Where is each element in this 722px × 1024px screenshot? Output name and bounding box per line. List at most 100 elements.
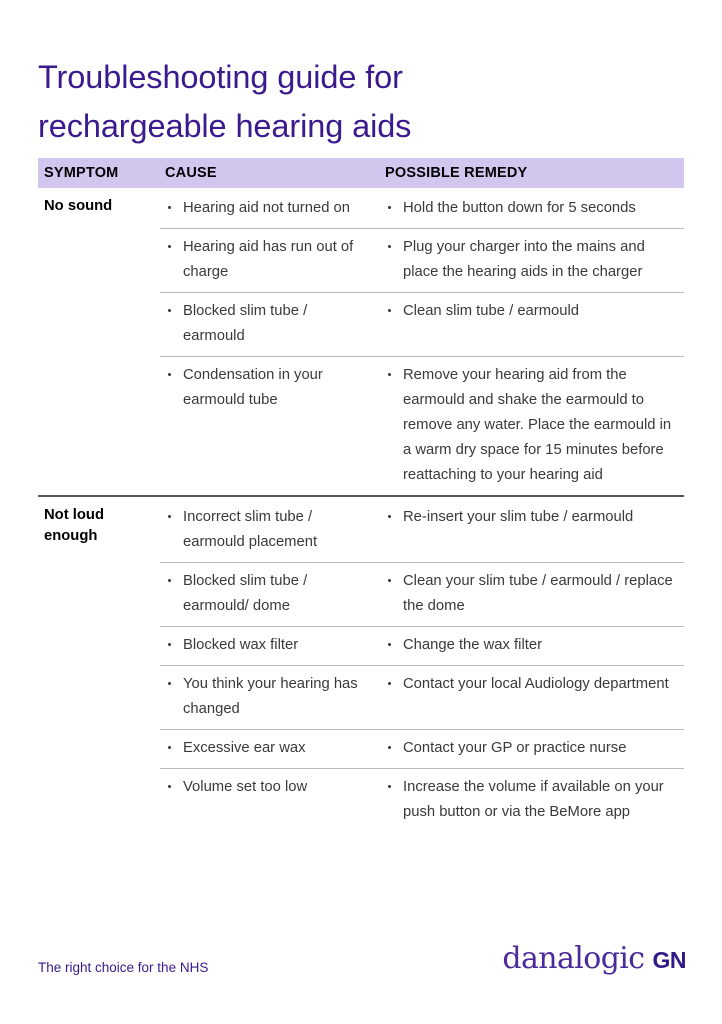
bullet-dot-icon	[168, 785, 172, 789]
page-title-line-1: Troubleshooting guide for	[38, 58, 403, 95]
cause-text: Blocked wax filter	[183, 637, 299, 653]
table-row: Hearing aid not turned on Hold the butto…	[160, 188, 684, 228]
cause-bullet: Excessive ear wax	[165, 736, 371, 761]
bullet-dot-icon	[168, 746, 172, 750]
column-header-remedy: POSSIBLE REMEDY	[385, 165, 528, 181]
symptom-label: Not loud enough	[44, 507, 104, 544]
cause-text: Incorrect slim tube / earmould placement	[183, 509, 318, 550]
remedy-bullet: Remove your hearing aid from the earmoul…	[385, 363, 680, 488]
bullet-dot-icon	[388, 245, 392, 249]
bullet-dot-icon	[168, 579, 172, 583]
cause-text: Hearing aid has run out of charge	[183, 239, 354, 280]
page-title-line-2: rechargeable hearing aids	[38, 107, 412, 144]
bullet-dot-icon	[168, 309, 172, 313]
symptom-label: No sound	[44, 198, 113, 214]
remedy-cell: Clean slim tube / earmould	[377, 299, 684, 324]
cause-bullet: Incorrect slim tube / earmould placement	[165, 505, 371, 555]
bullet-dot-icon	[168, 682, 172, 686]
table-row: Hearing aid has run out of charge Plug y…	[160, 228, 684, 292]
remedy-bullet: Plug your charger into the mains and pla…	[385, 235, 680, 285]
bullet-dot-icon	[388, 579, 392, 583]
danalogic-gn-logo: danalogic GN	[502, 944, 686, 974]
cause-bullet: Hearing aid not turned on	[165, 196, 371, 221]
logo-wordmark: danalogic	[502, 941, 645, 976]
section-rows: Incorrect slim tube / earmould placement…	[160, 497, 684, 832]
table-row: You think your hearing has changed Conta…	[160, 665, 684, 729]
remedy-cell: Increase the volume if available on your…	[377, 775, 684, 825]
cause-text: Volume set too low	[183, 779, 308, 795]
remedy-text: Remove your hearing aid from the earmoul…	[403, 367, 672, 483]
remedy-bullet: Re-insert your slim tube / earmould	[385, 505, 680, 530]
table-row: Condensation in your earmould tube Remov…	[160, 356, 684, 495]
remedy-cell: Contact your GP or practice nurse	[377, 736, 684, 761]
cause-bullet: Blocked wax filter	[165, 633, 371, 658]
table-row: Excessive ear wax Contact your GP or pra…	[160, 729, 684, 768]
cause-cell: Hearing aid has run out of charge	[160, 235, 377, 285]
remedy-bullet: Increase the volume if available on your…	[385, 775, 680, 825]
troubleshooting-table: SYMPTOM CAUSE POSSIBLE REMEDY No sound H…	[38, 158, 684, 832]
bullet-dot-icon	[168, 373, 172, 377]
cause-bullet: Blocked slim tube / earmould/ dome	[165, 569, 371, 619]
remedy-text: Clean your slim tube / earmould / replac…	[403, 573, 673, 614]
cause-cell: Blocked wax filter	[160, 633, 377, 658]
remedy-cell: Re-insert your slim tube / earmould	[377, 505, 684, 530]
logo-gn-mark: GN	[652, 947, 687, 973]
bullet-dot-icon	[388, 682, 392, 686]
remedy-bullet: Contact your local Audiology department	[385, 672, 680, 697]
bullet-dot-icon	[388, 746, 392, 750]
page-title: Troubleshooting guide for rechargeable h…	[38, 53, 658, 151]
table-section: No sound Hearing aid not turned on	[38, 188, 684, 495]
remedy-bullet: Hold the button down for 5 seconds	[385, 196, 680, 221]
cause-text: Condensation in your earmould tube	[183, 367, 323, 408]
bullet-dot-icon	[388, 643, 392, 647]
cause-cell: You think your hearing has changed	[160, 672, 377, 722]
cause-cell: Hearing aid not turned on	[160, 196, 377, 221]
remedy-text: Clean slim tube / earmould	[403, 303, 580, 319]
footer-tagline: The right choice for the NHS	[38, 960, 209, 975]
table-section: Not loud enough Incorrect slim tube / ea…	[38, 495, 684, 832]
cause-text: Hearing aid not turned on	[183, 200, 350, 216]
cause-bullet: Volume set too low	[165, 775, 371, 800]
bullet-dot-icon	[388, 309, 392, 313]
remedy-cell: Contact your local Audiology department	[377, 672, 684, 697]
cause-bullet: Blocked slim tube / earmould	[165, 299, 371, 349]
table-header-row: SYMPTOM CAUSE POSSIBLE REMEDY	[38, 158, 684, 188]
bullet-dot-icon	[388, 373, 392, 377]
cause-bullet: Hearing aid has run out of charge	[165, 235, 371, 285]
remedy-bullet: Change the wax filter	[385, 633, 680, 658]
remedy-text: Change the wax filter	[403, 637, 543, 653]
table-row: Blocked slim tube / earmould Clean slim …	[160, 292, 684, 356]
table-row: Blocked wax filter Change the wax filter	[160, 626, 684, 665]
cause-cell: Incorrect slim tube / earmould placement	[160, 505, 377, 555]
remedy-cell: Clean your slim tube / earmould / replac…	[377, 569, 684, 619]
cause-cell: Condensation in your earmould tube	[160, 363, 377, 413]
cause-text: Excessive ear wax	[183, 740, 306, 756]
remedy-text: Increase the volume if available on your…	[403, 779, 664, 820]
remedy-text: Hold the button down for 5 seconds	[403, 200, 636, 216]
bullet-dot-icon	[388, 515, 392, 519]
remedy-text: Plug your charger into the mains and pla…	[403, 239, 645, 280]
cause-text: You think your hearing has changed	[183, 676, 358, 717]
remedy-bullet: Clean slim tube / earmould	[385, 299, 680, 324]
cause-text: Blocked slim tube / earmould/ dome	[183, 573, 308, 614]
bullet-dot-icon	[168, 643, 172, 647]
remedy-cell: Hold the button down for 5 seconds	[377, 196, 684, 221]
bullet-dot-icon	[388, 206, 392, 210]
table-row: Blocked slim tube / earmould/ dome Clean…	[160, 562, 684, 626]
table-row: Incorrect slim tube / earmould placement…	[160, 497, 684, 562]
bullet-dot-icon	[388, 785, 392, 789]
column-header-symptom: SYMPTOM	[44, 165, 119, 181]
section-rows: Hearing aid not turned on Hold the butto…	[160, 188, 684, 495]
table-row: Volume set too low Increase the volume i…	[160, 768, 684, 832]
bullet-dot-icon	[168, 515, 172, 519]
remedy-cell: Change the wax filter	[377, 633, 684, 658]
remedy-text: Re-insert your slim tube / earmould	[403, 509, 634, 525]
bullet-dot-icon	[168, 206, 172, 210]
remedy-bullet: Clean your slim tube / earmould / replac…	[385, 569, 680, 619]
remedy-cell: Remove your hearing aid from the earmoul…	[377, 363, 684, 488]
remedy-text: Contact your GP or practice nurse	[403, 740, 627, 756]
cause-cell: Blocked slim tube / earmould	[160, 299, 377, 349]
remedy-cell: Plug your charger into the mains and pla…	[377, 235, 684, 285]
bullet-dot-icon	[168, 245, 172, 249]
remedy-bullet: Contact your GP or practice nurse	[385, 736, 680, 761]
